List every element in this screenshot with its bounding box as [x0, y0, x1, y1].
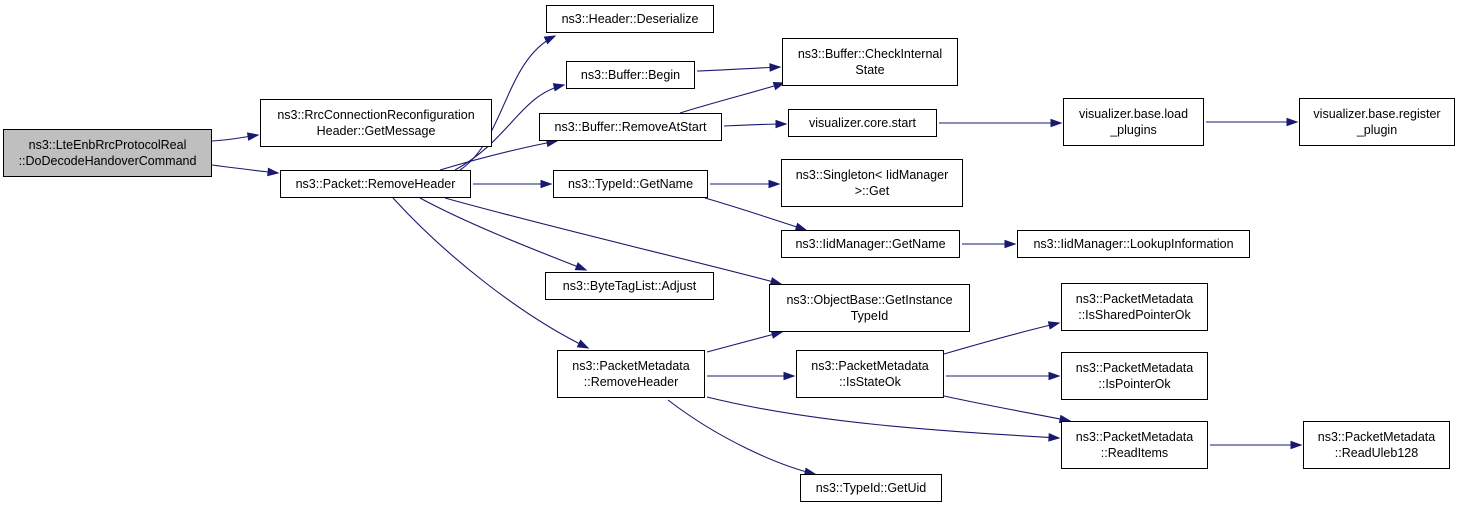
node-label-line: _plugins: [1110, 123, 1157, 137]
edge-pmremove-to-readitems: [706, 396, 1060, 439]
node-label-line: ns3::IidManager::LookupInformation: [1033, 237, 1234, 251]
arrowhead-iidgetname-to-lookup: [1004, 239, 1017, 249]
edge-getname-to-iidgetname: [704, 197, 807, 231]
arrowhead-isstate-to-isptr: [1048, 371, 1061, 381]
node-label-line: ns3::PacketMetadata: [572, 359, 690, 373]
function-node-remhdr[interactable]: ns3::Packet::RemoveHeader: [280, 170, 471, 198]
arrowhead-isstate-to-isshared: [1047, 321, 1061, 330]
arrowhead-remhdr-to-pmremove: [576, 339, 590, 349]
node-label-line: ns3::IidManager::GetName: [795, 237, 946, 251]
edge-pmremove-to-getuid: [667, 399, 816, 475]
function-node-isstate[interactable]: ns3::PacketMetadata::IsStateOk: [796, 350, 944, 398]
function-node-isptr[interactable]: ns3::PacketMetadata::IsPointerOk: [1061, 352, 1208, 400]
node-label-line: ns3::PacketMetadata: [811, 359, 929, 373]
arrowhead-root-to-rrc: [246, 132, 260, 141]
edge-remhdr-to-adjust: [419, 197, 587, 271]
node-label-line: _plugin: [1356, 123, 1398, 137]
arrowhead-loadplug-to-regplug: [1286, 117, 1299, 127]
node-label-line: visualizer.base.load: [1078, 107, 1189, 121]
arrowhead-getname-to-singleton: [768, 179, 781, 189]
function-node-singleton[interactable]: ns3::Singleton< IidManager>::Get: [781, 159, 963, 207]
node-label-line: ::IsStateOk: [839, 375, 901, 389]
edge-isstate-to-isshared: [943, 322, 1060, 355]
edge-begin-to-checkint: [696, 66, 781, 72]
node-label-line: ns3::Packet::RemoveHeader: [295, 177, 456, 191]
arrowhead-remstart-to-vstart: [775, 119, 788, 129]
arrowhead-remhdr-to-adjust: [574, 262, 588, 271]
function-node-loadplug[interactable]: visualizer.base.load _plugins: [1063, 98, 1204, 146]
node-label-line: TypeId: [850, 309, 889, 323]
function-node-readitems[interactable]: ns3::PacketMetadata::ReadItems: [1061, 421, 1208, 469]
node-label-line: visualizer.core.start: [809, 116, 916, 130]
function-node-vstart[interactable]: visualizer.core.start: [788, 109, 937, 137]
node-label-line: ns3::PacketMetadata: [1075, 430, 1194, 444]
node-label-line: visualizer.base.register: [1313, 107, 1441, 121]
edge-remhdr-to-objbase: [444, 197, 782, 285]
edge-remhdr-to-pmremove: [392, 197, 589, 349]
edge-remstart-to-checkint: [679, 82, 785, 114]
arrowhead-begin-to-checkint: [769, 63, 782, 72]
function-node-remstart[interactable]: ns3::Buffer::RemoveAtStart: [539, 113, 722, 141]
node-label-line: ns3::Singleton< IidManager: [795, 168, 949, 182]
arrowhead-remhdr-to-deser: [543, 35, 557, 45]
arrowhead-pmremove-to-readitems: [1048, 433, 1061, 442]
arrowhead-remstart-to-checkint: [772, 81, 786, 91]
node-label-line: ns3::ByteTagList::Adjust: [562, 279, 697, 293]
node-label-line: Header::GetMessage: [316, 124, 436, 138]
arrowhead-pmremove-to-objbase: [770, 330, 784, 339]
node-label-line: ns3::Buffer::CheckInternal: [797, 47, 943, 61]
function-node-deser[interactable]: ns3::Header::Deserialize: [546, 5, 714, 33]
function-node-readuleb[interactable]: ns3::PacketMetadata::ReadUleb128: [1303, 421, 1450, 469]
node-label-line: ns3::LteEnbRrcProtocolReal: [28, 138, 187, 152]
node-label-line: ::RemoveHeader: [583, 375, 679, 389]
function-node-getname[interactable]: ns3::TypeId::GetName: [553, 170, 708, 198]
node-label-line: ::IsPointerOk: [1098, 377, 1171, 391]
arrowhead-readitems-to-readuleb: [1290, 440, 1303, 450]
node-label-line: ::DoDecodeHandoverCommand: [18, 154, 197, 168]
node-label-line: ns3::PacketMetadata: [1317, 430, 1436, 444]
node-label-line: ns3::PacketMetadata: [1075, 361, 1194, 375]
function-node-pmremove[interactable]: ns3::PacketMetadata::RemoveHeader: [557, 350, 705, 398]
arrowhead-pmremove-to-isstate: [783, 371, 796, 381]
node-label-line: State: [855, 63, 885, 77]
function-node-getuid[interactable]: ns3::TypeId::GetUid: [800, 474, 942, 502]
node-label-line: ::ReadItems: [1100, 446, 1169, 460]
node-label-line: ns3::ObjectBase::GetInstance: [786, 293, 953, 307]
arrowhead-vstart-to-loadplug: [1050, 118, 1063, 128]
node-label-line: ns3::RrcConnectionReconfiguration: [277, 108, 475, 122]
root-function-node: ns3::LteEnbRrcProtocolReal::DoDecodeHand…: [3, 129, 212, 177]
node-label-line: ns3::Buffer::RemoveAtStart: [554, 120, 707, 134]
function-node-isshared[interactable]: ns3::PacketMetadata::IsSharedPointerOk: [1061, 283, 1208, 331]
function-node-begin[interactable]: ns3::Buffer::Begin: [566, 61, 695, 89]
arrowhead-remhdr-to-getname: [540, 179, 553, 189]
function-node-iidgetname[interactable]: ns3::IidManager::GetName: [781, 230, 960, 258]
edge-pmremove-to-objbase: [706, 331, 783, 353]
arrowhead-remhdr-to-begin: [552, 83, 566, 92]
node-label-line: ::ReadUleb128: [1334, 446, 1419, 460]
function-node-regplug[interactable]: visualizer.base.register _plugin: [1299, 98, 1455, 146]
arrowhead-root-to-remhdr: [267, 167, 280, 177]
function-node-lookup[interactable]: ns3::IidManager::LookupInformation: [1017, 230, 1250, 258]
edge-remhdr-to-remstart: [439, 140, 558, 171]
function-node-adjust[interactable]: ns3::ByteTagList::Adjust: [545, 272, 714, 300]
edge-isstate-to-readitems: [943, 395, 1071, 422]
node-label-line: >::Get: [854, 184, 890, 198]
node-label-line: ::IsSharedPointerOk: [1078, 308, 1191, 322]
node-label-line: ns3::TypeId::GetName: [567, 177, 694, 191]
node-label-line: ns3::Header::Deserialize: [561, 12, 699, 26]
node-label-line: ns3::Buffer::Begin: [580, 68, 681, 82]
node-label-line: ns3::PacketMetadata: [1075, 292, 1194, 306]
node-label-line: ns3::TypeId::GetUid: [815, 481, 927, 495]
edge-remhdr-to-begin: [454, 84, 565, 171]
